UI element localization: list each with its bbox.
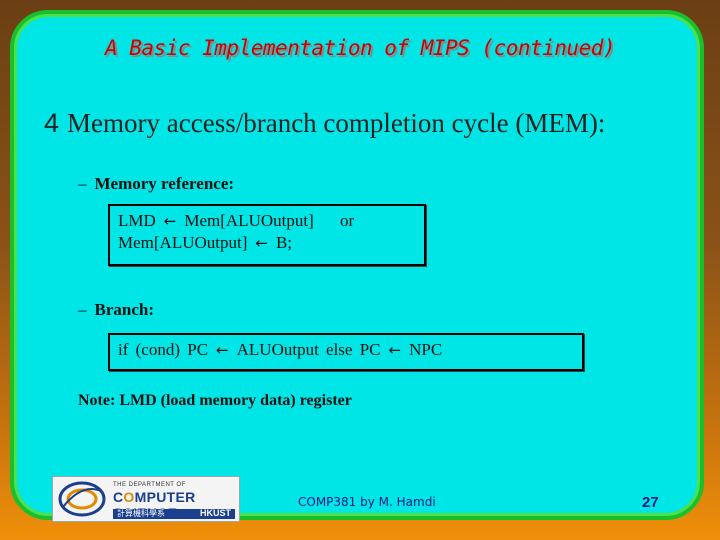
branch-label: Branch:: [94, 300, 155, 319]
memory-line2-left: Mem[ALUOutput]: [118, 233, 248, 252]
logo-bar: 計算機科學系 HKUST: [113, 508, 235, 519]
bullet-text: Memory access/branch completion cycle (M…: [67, 108, 606, 138]
department-logo: THE DEPARTMENT OF COMPUTER SCIENCE 計算機科學…: [52, 476, 240, 522]
memory-reference-box: LMD ← Mem[ALUOutput] or Mem[ALUOutput] ← B;: [108, 204, 426, 266]
logo-big-o: O: [123, 489, 135, 505]
branch-part-3: NPC: [409, 340, 443, 359]
dash: –: [78, 300, 87, 319]
logo-chinese: 計算機科學系: [117, 509, 165, 518]
branch-part-2: ALUOutput else PC: [236, 340, 381, 359]
memory-line1-left: LMD: [118, 211, 156, 230]
branch-part-1: if (cond) PC: [118, 340, 209, 359]
memory-reference-label: Memory reference:: [94, 174, 235, 193]
memory-reference-heading: –Memory reference:: [78, 174, 234, 194]
logo-school: HKUST: [200, 508, 231, 518]
bullet-number: 4: [44, 108, 60, 138]
slide-title: A Basic Implementation of MIPS (continue…: [104, 36, 616, 60]
left-arrow-icon: ←: [255, 234, 268, 252]
memory-line-1: LMD ← Mem[ALUOutput] or: [118, 210, 416, 232]
left-arrow-icon: ←: [388, 341, 402, 359]
branch-heading: –Branch:: [78, 300, 154, 320]
dash: –: [78, 174, 87, 193]
page-number: 27: [642, 494, 659, 511]
footer-author: COMP381 by M. Hamdi: [298, 495, 436, 509]
note-text: Note: LMD (load memory data) register: [78, 392, 352, 409]
hkust-emblem-icon: [58, 481, 106, 517]
branch-box: if (cond) PC ← ALUOutput else PC ← NPC: [108, 333, 584, 371]
left-arrow-icon: ←: [216, 341, 229, 359]
memory-line1-right: Mem[ALUOutput]: [184, 211, 314, 230]
logo-small-text: THE DEPARTMENT OF: [113, 482, 186, 488]
memory-line2-right: B;: [275, 233, 293, 252]
logo-big-c: C: [113, 489, 124, 505]
memory-line-2: Mem[ALUOutput] ← B;: [118, 232, 416, 254]
left-arrow-icon: ←: [163, 212, 177, 230]
memory-or: or: [339, 211, 355, 230]
